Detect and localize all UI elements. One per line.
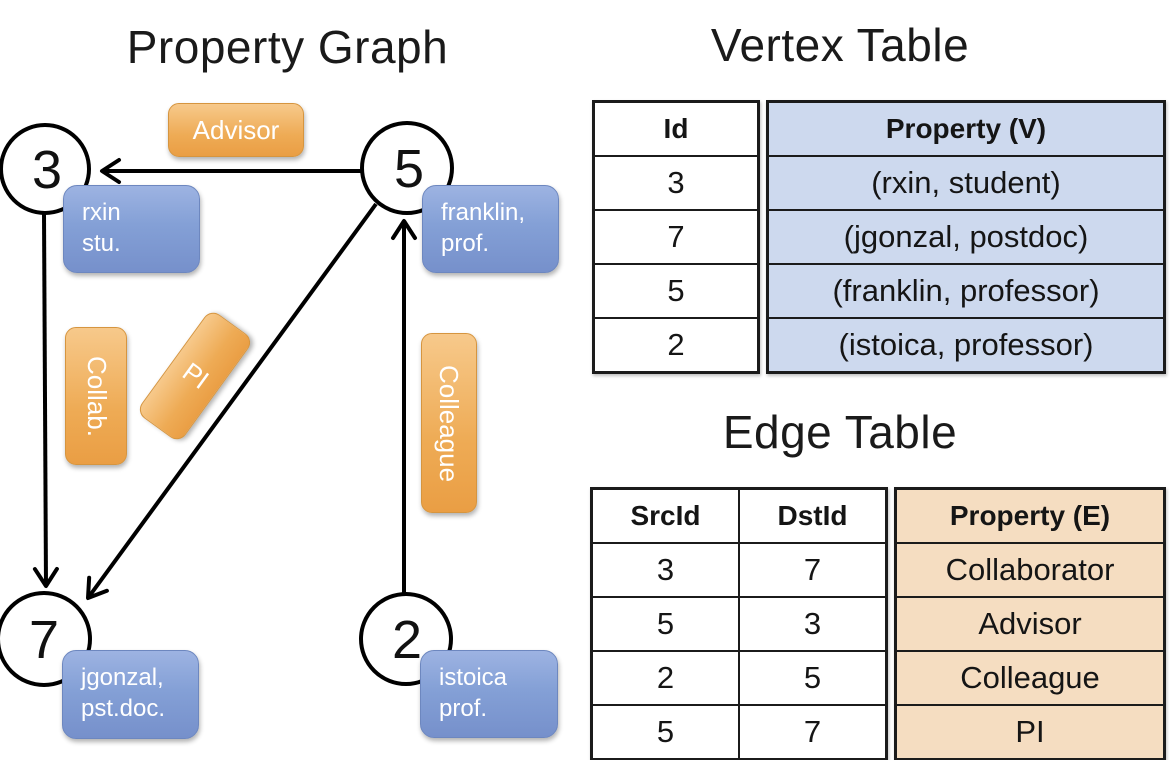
edge-label-colleague: Colleague	[421, 333, 477, 513]
table-cell: (istoica, professor)	[769, 317, 1163, 371]
edge-table: SrcId 3 5 2 5 DstId 7 3 5 7 Property (E)…	[590, 487, 1166, 760]
vertex-callout-3-line1: rxin	[82, 199, 121, 226]
table-cell: 3	[595, 155, 757, 209]
vertex-callout-7-line2: pst.doc.	[81, 695, 166, 722]
edge-table-id-columns: SrcId 3 5 2 5 DstId 7 3 5 7	[590, 487, 888, 760]
table-cell: Collaborator	[897, 542, 1163, 596]
table-cell: 7	[740, 542, 885, 596]
table-cell: Colleague	[897, 650, 1163, 704]
edge-table-header-property: Property (E)	[949, 500, 1111, 531]
vertex-callout-2: istoica prof.	[420, 650, 558, 738]
vertex-table-property-column: Property (V) (rxin, student) (jgonzal, p…	[766, 100, 1166, 374]
vertex-callout-2-line1: istoica	[439, 664, 508, 691]
edge-table-title: Edge Table	[722, 406, 958, 458]
table-cell: 5	[593, 596, 738, 650]
vertex-callout-3-line2: stu.	[82, 230, 121, 257]
table-cell: Advisor	[897, 596, 1163, 650]
edge-label-collab-text: Collab.	[81, 355, 112, 437]
edge-table-header-dstid: DstId	[777, 500, 848, 531]
vertex-callout-7-line1: jgonzal,	[81, 664, 164, 691]
edge-pi-5-to-7	[86, 202, 378, 600]
edge-collab-3-to-7	[32, 213, 59, 588]
edge-label-advisor-text: Advisor	[192, 114, 280, 145]
table-cell: 7	[740, 704, 885, 758]
vertex-table: Id 3 7 5 2 Property (V) (rxin, student) …	[592, 100, 1166, 374]
property-graph-diagram: 3 5 7 2	[0, 121, 454, 687]
table-cell: 5	[595, 263, 757, 317]
table-cell: 5	[740, 650, 885, 704]
edge-table-property-column: Property (E) Collaborator Advisor Collea…	[894, 487, 1166, 760]
table-cell: 3	[593, 542, 738, 596]
vertex-callout-3: rxin stu.	[63, 185, 200, 273]
vertex-table-header-id: Id	[663, 113, 689, 144]
node-7-id: 7	[29, 610, 59, 670]
edge-table-srcid-column: SrcId 3 5 2 5	[593, 490, 738, 758]
vertex-table-header-property: Property (V)	[885, 113, 1047, 144]
vertex-callout-5-line1: franklin,	[441, 199, 526, 226]
vertex-callout-5: franklin, prof.	[422, 185, 559, 273]
vertex-table-id-column: Id 3 7 5 2	[592, 100, 760, 374]
vertex-callout-5-line2: prof.	[441, 230, 490, 257]
edge-label-colleague-text: Colleague	[434, 364, 465, 482]
property-graph-title: Property Graph	[126, 21, 449, 73]
vertex-callout-2-line2: prof.	[439, 695, 488, 722]
edge-label-advisor: Advisor	[168, 103, 304, 157]
edge-table-dstid-column: DstId 7 3 5 7	[738, 490, 885, 758]
table-cell: 5	[593, 704, 738, 758]
vertex-table-title: Vertex Table	[710, 19, 970, 71]
edge-label-collab: Collab.	[65, 327, 127, 465]
table-cell: PI	[897, 704, 1163, 758]
table-cell: (jgonzal, postdoc)	[769, 209, 1163, 263]
table-cell: (rxin, student)	[769, 155, 1163, 209]
table-cell: 2	[593, 650, 738, 704]
edge-table-header-srcid: SrcId	[630, 500, 701, 531]
node-3-id: 3	[32, 140, 62, 200]
table-cell: 2	[595, 317, 757, 371]
vertex-callout-7: jgonzal, pst.doc.	[62, 650, 199, 739]
node-2-id: 2	[392, 610, 422, 670]
table-cell: 3	[740, 596, 885, 650]
edge-label-pi-text: PI	[176, 356, 215, 395]
table-cell: 7	[595, 209, 757, 263]
node-5-id: 5	[394, 139, 424, 199]
table-cell: (franklin, professor)	[769, 263, 1163, 317]
